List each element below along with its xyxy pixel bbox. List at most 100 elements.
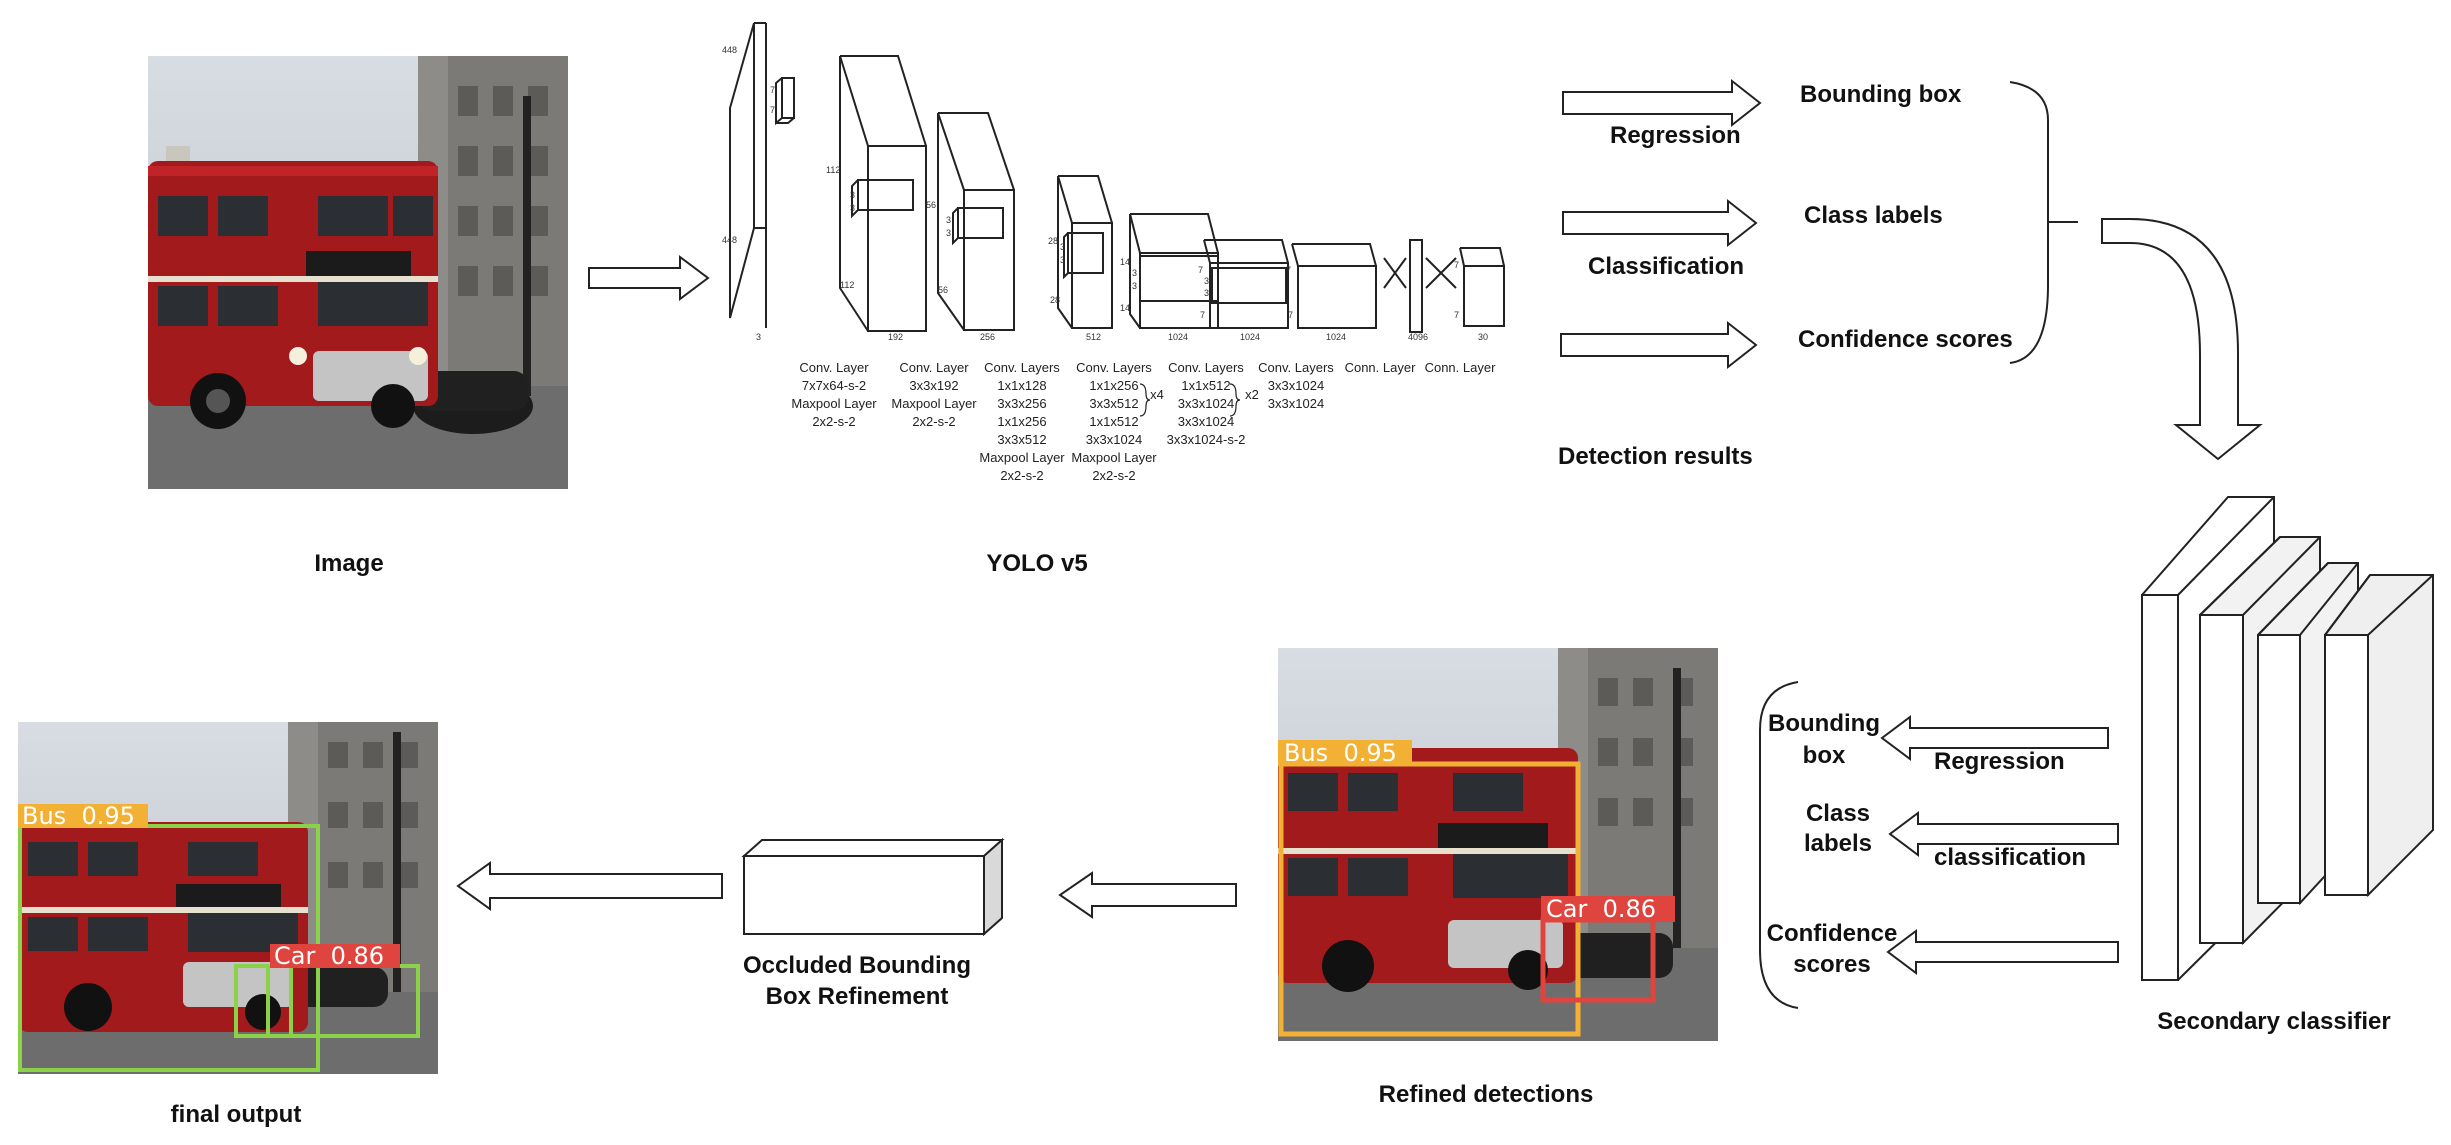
image-label: Image bbox=[314, 550, 384, 577]
layer-caption: 1x1x512 bbox=[1181, 378, 1230, 393]
dim-label: 7 bbox=[1454, 310, 1459, 320]
regression-label: Regression bbox=[1610, 122, 1741, 149]
layer-caption: 3x3x1024-s-2 bbox=[1167, 432, 1246, 447]
layer-caption: Conn. Layer bbox=[1345, 360, 1416, 375]
repeat-label: x2 bbox=[1245, 387, 1259, 402]
sec-confidence-label-1: Confidence bbox=[1766, 920, 1898, 947]
dim-label: 3 bbox=[1204, 276, 1209, 286]
layer-caption: 2x2-s-2 bbox=[1000, 468, 1043, 483]
arrow-confidence bbox=[1560, 320, 1758, 370]
layer-caption: Conv. Layer bbox=[899, 360, 969, 375]
sec-bounding-label-1: Bounding bbox=[1768, 710, 1880, 737]
dim-label: 7 bbox=[1286, 265, 1291, 275]
arrow-regression bbox=[1562, 78, 1762, 128]
layer-caption: 1x1x128 bbox=[997, 378, 1046, 393]
final-bus-label: Bus 0.95 bbox=[22, 802, 135, 830]
dim-label: 448 bbox=[722, 45, 737, 55]
dim-label: 7 bbox=[1200, 310, 1205, 320]
dim-label: 1024 bbox=[1240, 332, 1260, 342]
yolo-architecture-diagram: 448 448 7 7 3 112 112 3 3 192 56 56 3 3 … bbox=[722, 22, 1505, 483]
arrow-classification bbox=[1562, 198, 1758, 248]
secondary-outputs-brace bbox=[1759, 681, 1799, 1009]
dim-label: 28 bbox=[1048, 236, 1058, 246]
layer-caption: Conv. Layers bbox=[1076, 360, 1152, 375]
dim-label: 3 bbox=[1060, 242, 1065, 252]
bounding-box-label: Bounding box bbox=[1800, 81, 1962, 108]
layer-caption: 1x1x256 bbox=[997, 414, 1046, 429]
sec-arrow-confidence bbox=[1886, 929, 2119, 975]
dim-label: 28 bbox=[1050, 295, 1060, 305]
layer-caption: Maxpool Layer bbox=[791, 396, 877, 411]
dim-label: 256 bbox=[980, 332, 995, 342]
layer-caption: 3x3x1024 bbox=[1268, 378, 1324, 393]
layer-caption: Maxpool Layer bbox=[1071, 450, 1157, 465]
dim-label: 7 bbox=[1454, 260, 1459, 270]
dim-label: 3 bbox=[850, 190, 855, 200]
sec-classification-label: classification bbox=[1934, 844, 2087, 871]
secondary-classifier-model bbox=[2141, 496, 2434, 981]
layer-caption: 3x3x1024 bbox=[1086, 432, 1142, 447]
layer-caption: 2x2-s-2 bbox=[812, 414, 855, 429]
layer-caption: Conv. Layer bbox=[799, 360, 869, 375]
dim-label: 112 bbox=[840, 280, 854, 290]
dim-label: 30 bbox=[1478, 332, 1488, 342]
repeat-label: x4 bbox=[1150, 387, 1164, 402]
arrow-occluded-to-final bbox=[456, 861, 723, 911]
dim-label: 192 bbox=[888, 332, 903, 342]
dim-label: 512 bbox=[1086, 332, 1101, 342]
dim-label: 3 bbox=[1060, 255, 1065, 265]
layer-caption: 2x2-s-2 bbox=[1092, 468, 1135, 483]
dim-label: 112 bbox=[826, 165, 840, 175]
sec-bounding-label-2: box bbox=[1802, 742, 1846, 769]
layer-caption: 7x7x64-s-2 bbox=[802, 378, 866, 393]
classification-label: Classification bbox=[1588, 253, 1745, 280]
sec-regression-label: Regression bbox=[1934, 748, 2065, 775]
dim-label: 7 bbox=[770, 85, 775, 95]
refined-detections-image: Bus 0.95 Car 0.86 bbox=[1278, 648, 1718, 1041]
input-image bbox=[148, 56, 568, 489]
layer-caption: 3x3x512 bbox=[1089, 396, 1138, 411]
layer-caption: Conv. Layers bbox=[984, 360, 1060, 375]
dim-label: 7 bbox=[1198, 265, 1203, 275]
dim-label: 4096 bbox=[1408, 332, 1428, 342]
dim-label: 3 bbox=[1204, 288, 1209, 298]
layer-caption: 3x3x192 bbox=[909, 378, 958, 393]
bus-detection-label: Bus 0.95 bbox=[1284, 739, 1397, 767]
layer-caption: Conv. Layers bbox=[1258, 360, 1334, 375]
dim-label: 448 bbox=[722, 235, 737, 245]
dim-label: 3 bbox=[1132, 268, 1137, 278]
final-output-label: final output bbox=[170, 1101, 302, 1128]
dim-label: 56 bbox=[938, 285, 948, 295]
arrow-refined-to-occluded bbox=[1058, 871, 1237, 919]
sec-arrow-regression bbox=[1880, 715, 2109, 761]
layer-caption: 1x1x512 bbox=[1089, 414, 1138, 429]
occluded-label-2: Box Refinement bbox=[765, 983, 949, 1010]
dim-label: 1024 bbox=[1326, 332, 1346, 342]
layer-caption: 2x2-s-2 bbox=[912, 414, 955, 429]
sec-class-label-2: labels bbox=[1803, 830, 1873, 857]
dim-label: 1024 bbox=[1168, 332, 1188, 342]
yolo-label: YOLO v5 bbox=[986, 550, 1088, 577]
sec-confidence-label-2: scores bbox=[1793, 951, 1871, 978]
dim-label: 3 bbox=[946, 228, 951, 238]
dim-label: 7 bbox=[1288, 310, 1293, 320]
dim-label: 56 bbox=[926, 200, 936, 210]
layer-caption: 3x3x256 bbox=[997, 396, 1046, 411]
secondary-classifier-label: Secondary classifier bbox=[2157, 1008, 2391, 1035]
dim-label: 14 bbox=[1120, 257, 1130, 267]
dim-label: 3 bbox=[850, 203, 855, 213]
arrow-image-to-yolo bbox=[588, 255, 710, 301]
class-labels-label: Class labels bbox=[1804, 202, 1943, 229]
final-output-image: Bus 0.95 Car 0.86 bbox=[18, 722, 438, 1074]
occluded-refinement-block bbox=[741, 837, 1005, 937]
final-car-label: Car 0.86 bbox=[274, 942, 384, 970]
detection-results-label: Detection results bbox=[1558, 443, 1753, 470]
layer-caption: Conv. Layers bbox=[1168, 360, 1244, 375]
layer-caption: 1x1x256 bbox=[1089, 378, 1138, 393]
layer-caption: 3x3x1024 bbox=[1178, 396, 1234, 411]
dim-label: 3 bbox=[756, 332, 761, 342]
dim-label: 7 bbox=[770, 105, 775, 115]
confidence-scores-label: Confidence scores bbox=[1798, 326, 2013, 353]
dim-label: 3 bbox=[946, 215, 951, 225]
dim-label: 14 bbox=[1120, 303, 1130, 313]
